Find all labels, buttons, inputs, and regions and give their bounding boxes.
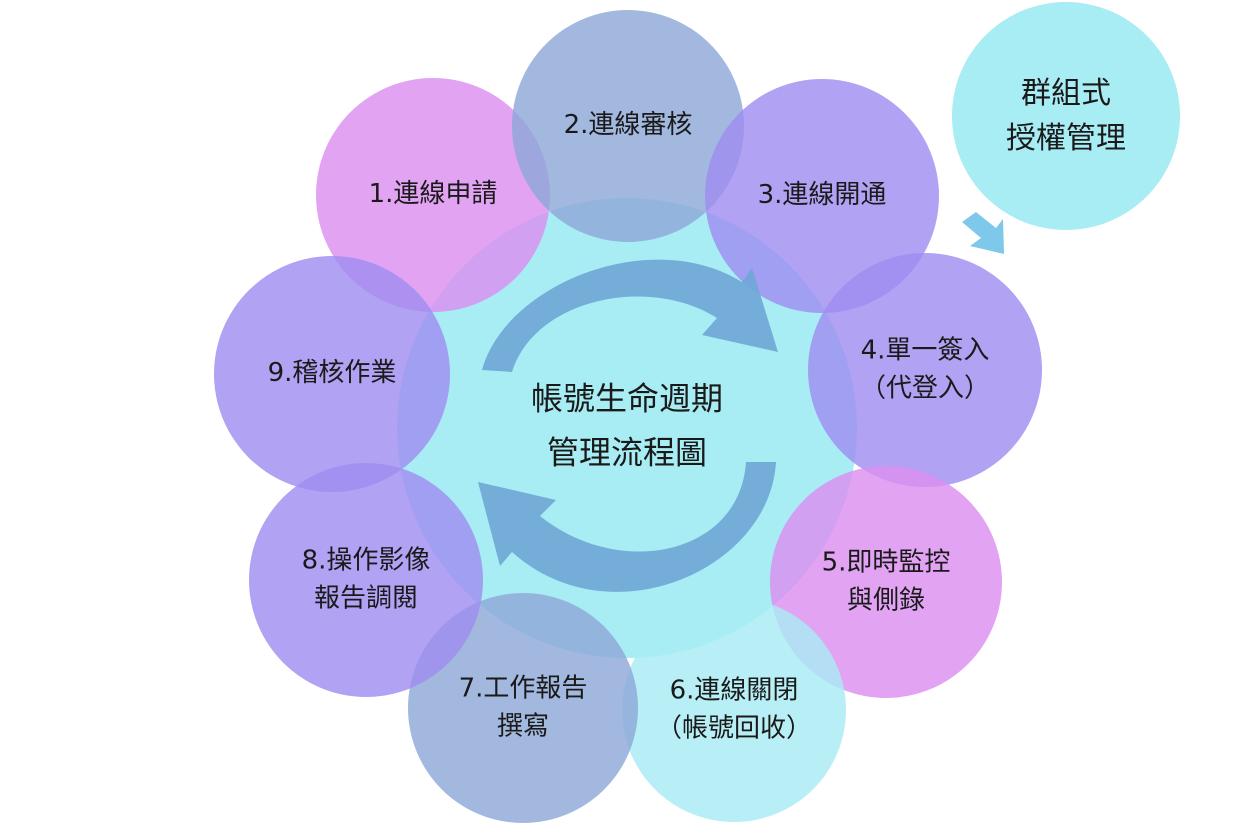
step-2-circle (512, 10, 744, 242)
step-7-text-line-1: 7.工作報告 (458, 673, 588, 704)
step-6-text-line-1: 6.連線關閉 (669, 675, 799, 706)
step-1-text: 1.連線申請 (368, 179, 498, 210)
center-title: 帳號生命週期 管理流程圖 (531, 372, 723, 481)
step-7-label: 7.工作報告 撰寫 (459, 670, 588, 745)
step-8-text-line-2: 報告調閱 (313, 583, 418, 613)
step-6-circle (622, 598, 846, 822)
center-title-line-1: 帳號生命週期 (530, 379, 724, 418)
step-4-label: 4.單一簽入 （代登入） (860, 332, 990, 407)
step-9-label: 9.稽核作業 (268, 355, 397, 393)
step-9-text: 9.稽核作業 (267, 358, 397, 389)
group-pointer-arrow (962, 212, 1004, 254)
step-8-text-line-1: 8.操作影像 (301, 545, 431, 576)
center-title-line-2: 管理流程圖 (546, 434, 708, 472)
step-1-circle (316, 78, 550, 312)
step-3-text: 3.連線開通 (757, 180, 887, 211)
step-5-text-line-1: 5.即時監控 (821, 547, 951, 578)
cycle-arrow-top (482, 259, 778, 372)
step-6-label: 6.連線關閉 （帳號回收） (656, 672, 812, 747)
step-5-circle (770, 466, 1002, 698)
step-7-text-line-2: 撰寫 (496, 711, 549, 741)
step-1-label: 1.連線申請 (369, 176, 498, 214)
step-4-circle (808, 253, 1042, 487)
step-4-text-line-1: 4.單一簽入 (860, 335, 990, 366)
step-6-text-line-2: （帳號回收） (655, 713, 813, 743)
group-auth-text-line-1: 群組式 (1021, 76, 1111, 111)
group-auth-text-line-2: 授權管理 (1006, 121, 1126, 156)
step-2-label: 2.連線審核 (564, 107, 693, 145)
group-auth-circle (952, 2, 1180, 230)
step-5-label: 5.即時監控 與側錄 (822, 544, 951, 619)
step-3-label: 3.連線開通 (758, 177, 887, 215)
step-circles (214, 10, 1042, 823)
group-auth-label: 群組式 授權管理 (1006, 71, 1126, 161)
step-2-text: 2.連線審核 (563, 110, 693, 141)
step-9-circle (214, 256, 450, 492)
step-3-circle (705, 79, 939, 313)
step-8-label: 8.操作影像 報告調閱 (302, 542, 431, 617)
step-7-circle (408, 593, 638, 823)
step-5-text-line-2: 與側錄 (846, 585, 925, 615)
step-4-text-line-2: （代登入） (859, 373, 991, 403)
step-8-circle (249, 463, 483, 697)
cycle-arrow-bottom (478, 462, 776, 592)
